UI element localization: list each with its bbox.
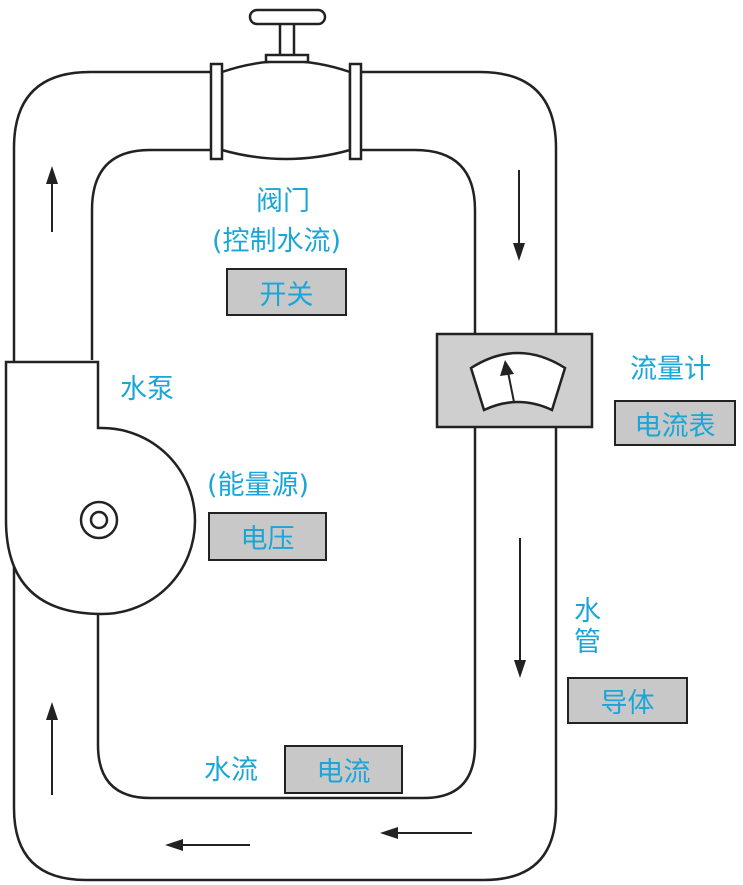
valve-handwheel-icon bbox=[209, 8, 363, 161]
pump-icon bbox=[4, 360, 197, 616]
water-pipe-label-char: 水 bbox=[574, 596, 601, 627]
switch-analogy-label: 开关 bbox=[259, 279, 314, 311]
water-pipe-label-char: 管 bbox=[574, 627, 601, 658]
current-analogy-box: 电流 bbox=[284, 745, 403, 794]
flow-meter-label: 流量计 bbox=[630, 354, 711, 385]
water-flow-label: 水流 bbox=[204, 755, 258, 786]
water-pipe-label: 水 管 bbox=[574, 598, 601, 656]
voltage-analogy-box: 电压 bbox=[208, 512, 327, 561]
current-analogy-label: 电流 bbox=[316, 757, 371, 788]
flow-meter-gauge-icon bbox=[435, 332, 594, 429]
pump-role-label: (能量源) bbox=[207, 470, 310, 501]
valve-role-label: (控制水流) bbox=[212, 226, 342, 257]
valve-label: 阀门 bbox=[256, 186, 310, 217]
pump-label: 水泵 bbox=[120, 374, 174, 405]
voltage-analogy-label: 电压 bbox=[240, 524, 295, 555]
conductor-analogy-box: 导体 bbox=[567, 677, 688, 724]
ammeter-analogy-box: 电流表 bbox=[614, 400, 736, 446]
ammeter-analogy-label: 电流表 bbox=[634, 410, 716, 442]
conductor-analogy-label: 导体 bbox=[600, 688, 655, 719]
flow-arrow-icon bbox=[46, 166, 526, 851]
water-pipe-loop bbox=[12, 70, 558, 882]
switch-analogy-box: 开关 bbox=[226, 268, 347, 316]
